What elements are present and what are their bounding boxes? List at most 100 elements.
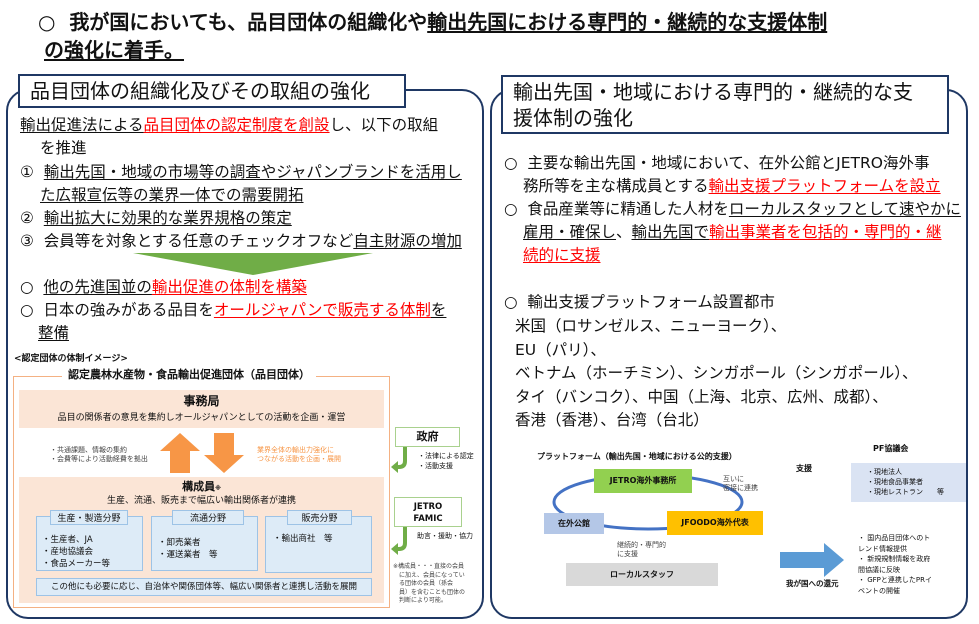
return-item: レンド情報提供 (858, 544, 907, 553)
sector-item: ・運送業者 等 (158, 550, 218, 560)
return-item: ・ 国内品目団体へのト (858, 534, 931, 542)
secretariat-box: 事務局 品目の関係者の意見を集約しオールジャパンとしての活動を企画・運営 (19, 390, 384, 428)
sector-title: 生産・製造分野 (50, 510, 128, 525)
text: 食品産業等に精通した人材を (527, 200, 729, 218)
left-item-1-cont: た広報宣伝等の業界一体での需要開拓 (40, 184, 304, 207)
sector-item: ・生産者、JA (42, 535, 93, 545)
right-point-1: ○ 主要な輸出先国・地域において、在外公館とJETRO海外事 (504, 152, 929, 175)
footnote-line: 員）を含むことも団体の (399, 588, 466, 596)
text: 会員等を対象とする任意のチェックオフなど (43, 232, 354, 250)
text: 自主財源の増加 (353, 232, 462, 250)
text: 輸出先国・地域の市場等の調査やジャパンブランドを活用し (43, 163, 462, 181)
text: JETRO (413, 502, 443, 512)
return-label: 我が国への還元 (786, 579, 839, 588)
footnote-line: る団体の会員（孫会 (399, 580, 454, 587)
diagram-caption: <認定団体の体制イメージ> (14, 354, 128, 364)
left-heading: 品目団体の組織化及びその取組の強化 (18, 74, 406, 108)
note-line: に支援 (617, 550, 638, 558)
sector-items: ・生産者、JA・産地協議会・食品メーカー等 (42, 534, 110, 570)
diagram-footer: この他にも必要に応じ、自治体や関係団体等、幅広い関係者と連携し活動を展開 (36, 578, 372, 596)
text: 輸出支援プラットフォーム設置都市 (527, 293, 775, 311)
heading-line: 援体制の強化 (513, 106, 633, 130)
pf-council-title: PF協議会 (873, 444, 909, 453)
note-line: ・会費等により活動経費を拠出 (50, 455, 148, 463)
right-point-2-cont: 雇用・確保し、輸出先国で輸出事業者を包括的・専門的・継 (523, 221, 942, 244)
secretariat-title: 事務局 (183, 394, 220, 408)
return-item: ベントの開催 (858, 586, 900, 595)
highlight-text: 輸出促進の体制を構築 (151, 278, 307, 296)
city-list: 米国（ロサンゼルス、ニューヨーク）、 EU（パリ）、 ベトナム（ホーチミン）、シ… (515, 315, 918, 433)
text: 務所等を主な構成員とする (523, 177, 709, 195)
highlight-text: オールジャパンで販売する体制 (213, 301, 431, 319)
text: 、 (616, 223, 632, 241)
city-line: EU（パリ）、 (515, 340, 606, 359)
title-text-underlined: の強化に着手。 (44, 38, 184, 62)
text: ※ (215, 485, 221, 492)
note-line: 密接に連携 (723, 484, 758, 492)
support-label: 支援 (796, 464, 812, 473)
cont-note: 継続的・専門的に支援 (617, 541, 666, 559)
right-point-1-cont: 務所等を主な構成員とする輸出支援プラットフォームを設立 (523, 175, 941, 198)
title-bullet: ○ (38, 10, 56, 34)
text: 輸出先国で (631, 223, 710, 241)
footnote-line: ※構成員・・・直接の会員 (393, 563, 465, 570)
up-down-arrows (160, 433, 244, 473)
right-point-2: ○ 食品産業等に精通した人材をローカルスタッフとして速やかに (504, 198, 961, 221)
org-title: 認定農林水産物・食品輸出促進団体（品目団体） (62, 366, 316, 382)
text: 他の先進国並の (43, 278, 152, 296)
city-line: タイ（バンコク）、中国（上海、北京、広州、成都）、 (515, 387, 888, 406)
right-point-3: ○ 輸出支援プラットフォーム設置都市 (504, 291, 775, 314)
pf-item: ・現地食品事業者 (867, 478, 923, 486)
note-line: 業界全体の輸出力強化に (257, 446, 334, 454)
return-items: ・ 国内品目団体へのト レンド情報提供 ・ 新規規制情報を政府 間協議に反映 ・… (858, 533, 932, 596)
title-text-underlined: 輸出先国における専門的・継続的な支援体制 (427, 10, 828, 34)
gov-item: ・活動支援 (418, 462, 453, 470)
slide-title-line2: の強化に着手。 (44, 36, 184, 64)
footnote-line: 判断により可能。 (399, 597, 447, 604)
highlight-text: 品目団体の認定制度を創設 (143, 116, 330, 134)
circle-bullet: ○ (20, 301, 34, 319)
text: 輸出促進法による (20, 116, 144, 134)
city-line: ベトナム（ホーチミン）、シンガポール（シンガポール）、 (515, 364, 918, 382)
pf-item: ・現地レストラン 等 (867, 488, 944, 496)
right-note: 業界全体の輸出力強化につながる活動を企画・展開 (257, 446, 341, 464)
sector-items: ・卸売業者・運送業者 等 (158, 537, 218, 561)
text: た広報宣伝等の業界一体での需要開拓 (40, 186, 304, 204)
sector-distribution (151, 516, 258, 571)
text: し、以下の取組 (329, 116, 439, 134)
jfoodo-box: JFOODO海外代表 (667, 511, 763, 535)
sector-item: ・輸出商社 等 (273, 534, 333, 544)
right-heading: 輸出先国・地域における専門的・継続的な支援体制の強化 (501, 75, 949, 134)
left-result-1: ○ 他の先進国並の輸出促進の体制を構築 (20, 276, 307, 299)
sector-title: 流通分野 (172, 510, 244, 525)
left-intro-cont: を推進 (40, 139, 87, 157)
return-item: ・ GFPと連携したPRイ (858, 576, 932, 584)
left-note: ・共通課題、情報の集約・会費等により活動経費を拠出 (50, 446, 148, 464)
sector-item: ・産地協議会 (42, 547, 94, 557)
platform-title: プラットフォーム（輸出先国・地域における公的支援） (537, 452, 737, 461)
jetro-items: 助言・援助・協力 (417, 532, 473, 540)
text: 雇用・確保し (523, 223, 617, 241)
highlight-text: 輸出支援プラットフォームを設立 (708, 177, 941, 195)
sector-title: 販売分野 (287, 510, 352, 525)
city-line: 米国（ロサンゼルス、ニューヨーク）、 (515, 317, 787, 335)
text: を (430, 301, 447, 319)
heading-line: 輸出先国・地域における専門的・継続的な支 (513, 80, 913, 104)
right-point-2-cont2: 続的に支援 (523, 244, 601, 267)
text: ローカルスタッフとして速やかに (728, 200, 961, 218)
left-intro: 輸出促進法による品目団体の認定制度を創設し、以下の取組 (20, 114, 438, 137)
green-curved-arrow (391, 447, 407, 473)
note-line: つながる活動を企画・展開 (257, 455, 341, 463)
members-title: 構成員※ (19, 478, 384, 494)
return-item: 間協議に反映 (858, 565, 900, 574)
left-result-2-cont: 整備 (38, 322, 69, 345)
pf-council-box: ・現地法人・現地食品事業者・現地レストラン 等 (851, 463, 966, 502)
note-line: 互いに (723, 475, 744, 483)
city-line: 香港（香港）、台湾（台北） (515, 411, 709, 429)
coop-note: 互いに密接に連携 (723, 475, 758, 493)
item-number: ② (20, 209, 34, 227)
note-line: 継続的・専門的 (617, 541, 666, 549)
text: FAMIC (413, 514, 443, 524)
text: 構成員 (182, 480, 216, 493)
highlight-text: 輸出事業者を包括的・専門的・継 (709, 223, 942, 241)
